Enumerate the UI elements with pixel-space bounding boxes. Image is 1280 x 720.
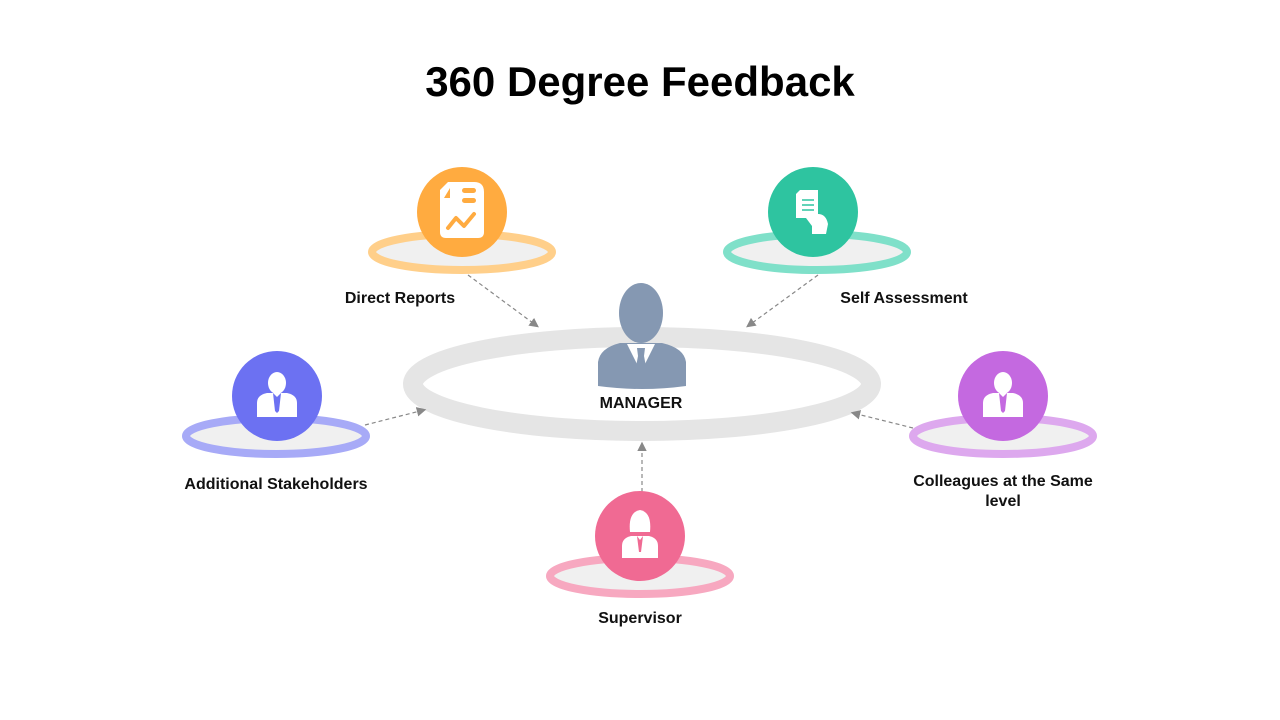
hand-holding-document-icon	[796, 190, 828, 234]
label-supervisor: Supervisor	[598, 610, 682, 627]
businesswoman-icon	[622, 510, 658, 558]
node-supervisor	[546, 491, 734, 598]
arrow-colleagues	[850, 410, 914, 429]
arrows	[364, 274, 914, 492]
label-colleagues: Colleagues at the Same level	[913, 473, 1093, 510]
manager-icon	[598, 283, 686, 389]
node-additional-stakeholders	[182, 351, 370, 458]
page-title: 360 Degree Feedback	[425, 58, 855, 105]
node-colleagues	[909, 351, 1097, 458]
arrow-self-assessment	[746, 274, 819, 328]
label-self-assessment: Self Assessment	[840, 290, 968, 307]
label-direct-reports: Direct Reports	[344, 290, 456, 307]
arrow-additional-stakeholders	[364, 407, 427, 426]
arrow-direct-reports	[467, 274, 539, 328]
node-direct-reports	[368, 167, 556, 274]
node-self-assessment	[723, 167, 911, 274]
manager-label: MANAGER	[599, 395, 683, 412]
report-document-icon	[440, 182, 484, 238]
label-additional-stakeholders: Additional Stakeholders	[184, 476, 368, 493]
